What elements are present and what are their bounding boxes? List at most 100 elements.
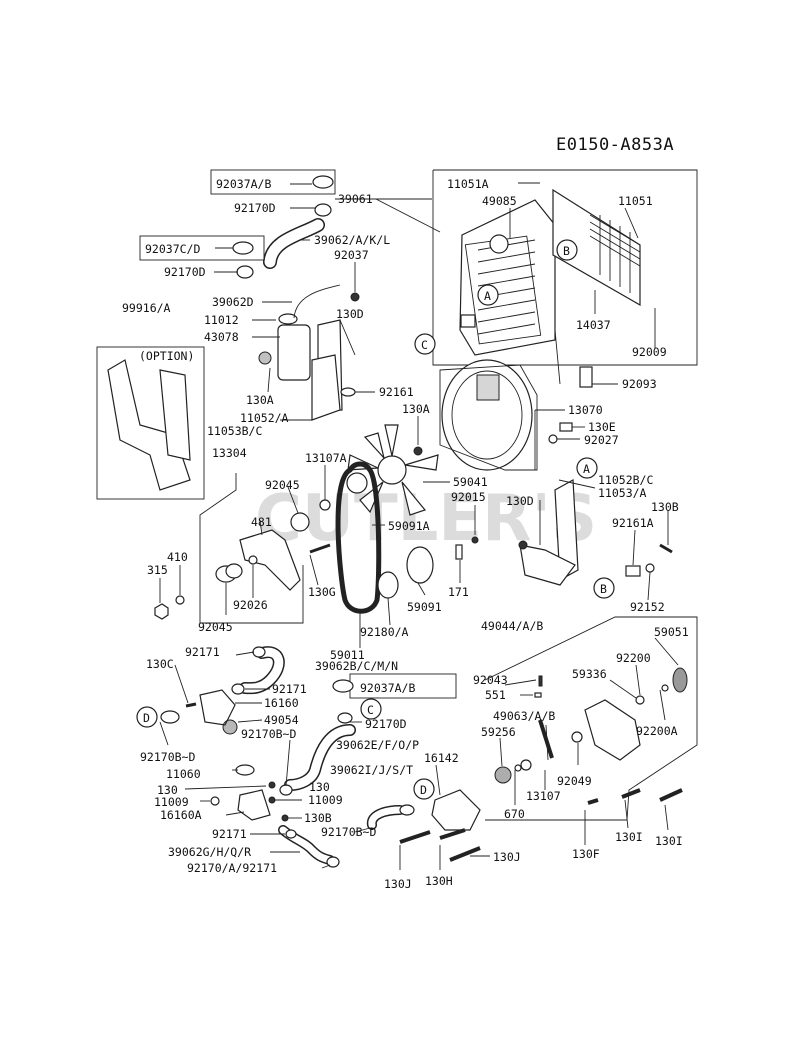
bolt-130e: [559, 422, 573, 432]
label-92093: 92093: [622, 377, 657, 391]
label-59256: 59256: [481, 725, 516, 739]
gasket-11060: [235, 764, 255, 776]
radiator-frame: [432, 169, 698, 366]
cushion-92161a: [625, 565, 641, 577]
clamp-92170bd-b: [399, 804, 415, 816]
label-92037ab: 92037A/B: [216, 177, 271, 191]
label-315: 315: [147, 563, 168, 577]
pulley-59091: [406, 546, 434, 584]
hose-39062i: [366, 805, 405, 830]
label-39062bcmn: 39062B/C/M/N: [315, 659, 398, 673]
bolt-130j: [399, 830, 431, 844]
label-92037ab-2: 92037A/B: [360, 681, 415, 695]
label-92161: 92161: [379, 385, 414, 399]
label-130f: 130F: [572, 847, 600, 861]
svg-text:A: A: [484, 289, 491, 303]
label-11053bc: 11053B/C: [207, 424, 262, 438]
label-130b-right: 130B: [651, 500, 679, 514]
callout-b-2: B: [593, 577, 615, 599]
bearing-92200a: [661, 684, 669, 692]
svg-text:B: B: [600, 582, 607, 596]
label-box-92037ab: [210, 169, 336, 195]
bolt-92037: [350, 292, 360, 302]
shaft-13107: [538, 719, 554, 759]
hose-clip-92093: [579, 366, 593, 388]
callout-c-1: C: [414, 333, 436, 355]
label-130j-low: 130J: [384, 877, 412, 891]
clamp-92170d-c: [337, 712, 353, 724]
bearing-92045: [290, 512, 310, 532]
hose-39062e: [284, 724, 356, 791]
collar-551: [534, 692, 542, 698]
label-130a-left: 130A: [246, 393, 274, 407]
pulley-481: [225, 563, 243, 579]
hose-clamp-92037ab: [312, 175, 334, 189]
svg-text:C: C: [421, 338, 428, 352]
bolt-92015: [471, 536, 479, 544]
label-130g: 130G: [308, 585, 336, 599]
spacer-92026: [248, 555, 258, 565]
label-59011: 59011: [330, 648, 365, 662]
label-11009-a: 11009: [154, 795, 189, 809]
label-14037: 14037: [576, 318, 611, 332]
label-670: 670: [504, 807, 525, 821]
label-92027: 92027: [584, 433, 619, 447]
label-130-a: 130: [309, 780, 330, 794]
bolt-130i-a: [621, 788, 641, 799]
label-59051: 59051: [654, 625, 689, 639]
label-130i-b: 130I: [655, 834, 683, 848]
bolt-130b-low: [281, 814, 289, 822]
callout-c-2: C: [360, 698, 382, 720]
label-92180a: 92180/A: [360, 625, 409, 639]
label-92161a: 92161A: [612, 516, 654, 530]
label-92170bd-a: 92170B~D: [241, 727, 296, 741]
bolt-130a: [258, 351, 272, 365]
bolt-130d-right: [518, 540, 528, 550]
label-13107: 13107: [526, 789, 561, 803]
svg-text:D: D: [143, 711, 150, 725]
label-92171-c: 92171: [212, 827, 247, 841]
label-box-92037cd: [139, 235, 265, 261]
label-171: 171: [448, 585, 469, 599]
callout-b-1: B: [556, 239, 578, 261]
label-92015: 92015: [451, 490, 486, 504]
belt: [335, 461, 382, 614]
label-16160a: 16160A: [160, 808, 202, 822]
clamp-92171-b: [231, 683, 245, 695]
label-551: 551: [485, 688, 506, 702]
water-pump-16142: [431, 789, 481, 831]
label-99916a: 99916/A: [122, 301, 171, 315]
label-59091a: 59091A: [388, 519, 430, 533]
label-39062ijst: 39062I/J/S/T: [330, 763, 413, 777]
label-92170a92171: 92170/A/92171: [187, 861, 277, 875]
label-92170d-c: 92170D: [365, 717, 407, 731]
shroud: [439, 359, 538, 471]
label-130d-right: 130D: [506, 494, 534, 508]
label-11051a: 11051A: [447, 177, 489, 191]
label-16160: 16160: [264, 696, 299, 710]
label-92152: 92152: [630, 600, 665, 614]
bolt-130: [268, 781, 276, 789]
radiator-cap: [489, 234, 509, 254]
label-92200: 92200: [616, 651, 651, 665]
bracket-11052bc: [519, 479, 579, 586]
label-92171-a: 92171: [185, 645, 220, 659]
label-39062d: 39062D: [212, 295, 254, 309]
callout-d-1: D: [136, 706, 158, 728]
svg-text:A: A: [583, 462, 590, 476]
label-49044ab: 49044/A/B: [481, 619, 543, 633]
plug-11009: [210, 796, 220, 806]
label-59336: 59336: [572, 667, 607, 681]
label-130h: 130H: [425, 874, 453, 888]
part-labels: 92037A/B 92170D 92037C/D 92170D 39061 39…: [122, 177, 689, 891]
label-11052a: 11052/A: [240, 411, 289, 425]
gasket-92049: [571, 731, 583, 743]
callout-d-2: D: [413, 778, 435, 800]
bolt-130f: [587, 798, 599, 805]
thermostat-49054: [222, 719, 238, 735]
bolt-130c: [185, 702, 197, 708]
svg-text:D: D: [420, 783, 427, 797]
label-130e: 130E: [588, 420, 616, 434]
option-label-bg: [137, 349, 200, 363]
